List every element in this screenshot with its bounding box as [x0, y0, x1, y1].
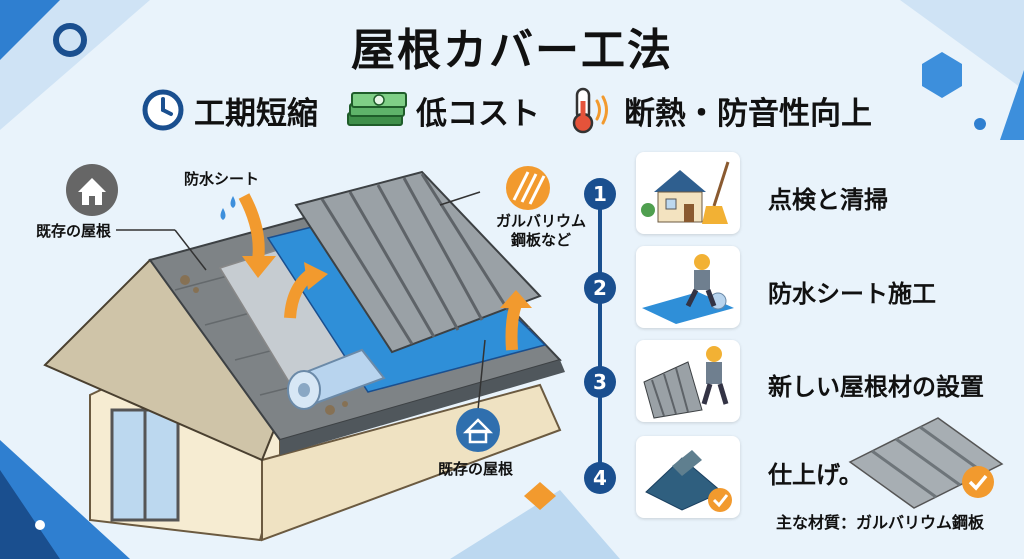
- clock-icon: [142, 89, 184, 131]
- step-label: 仕上げ。: [768, 461, 863, 489]
- material-note: 主な材質：ガルバリウム鋼板: [776, 513, 985, 532]
- feature-list: 工期短縮 低コスト 断熱・防音性向上: [140, 82, 900, 138]
- existing-roof-label-bottom: 既存の屋根: [438, 460, 514, 478]
- step-image-waterproof: [636, 246, 740, 328]
- feature-label: 工期短縮: [194, 95, 318, 132]
- worker-installing-metal-icon: [643, 346, 729, 419]
- step-label: 新しい屋根材の設置: [768, 373, 984, 401]
- step-number: 3: [584, 366, 616, 398]
- galvalume-sheet-illustration: [848, 417, 1004, 509]
- feature-item: 工期短縮: [140, 87, 318, 133]
- house-icon: [456, 408, 500, 452]
- finished-roof-icon: [645, 450, 732, 512]
- feature-item: 低コスト: [344, 87, 540, 133]
- page-title: 屋根カバー工法: [351, 25, 673, 76]
- feature-item: 断熱・防音性向上: [566, 85, 872, 135]
- worker-rolling-sheet-icon: [642, 254, 734, 324]
- galvalume-icon: [506, 166, 550, 210]
- money-stack-icon: [347, 92, 407, 126]
- step-label: 防水シート施工: [768, 280, 936, 308]
- step-image-inspection: [636, 152, 740, 234]
- step-image-installation: [636, 340, 740, 422]
- feature-label: 低コスト: [416, 95, 540, 132]
- step-number: 4: [584, 462, 616, 494]
- feature-label: 断熱・防音性向上: [624, 95, 872, 132]
- step-label: 点検と清掃: [768, 186, 888, 214]
- thermometer-icon: [572, 87, 608, 134]
- step-number: 1: [584, 178, 616, 210]
- roof-cover-illustration: [43, 164, 565, 542]
- waterproof-sheet-label: 防水シート: [184, 170, 260, 188]
- galvalume-label: ガルバリウム 鋼板など: [496, 212, 587, 249]
- house-broom-icon: [641, 161, 730, 224]
- timeline-line: [598, 180, 602, 480]
- existing-roof-label-top: 既存の屋根: [36, 222, 112, 240]
- step-number: 2: [584, 272, 616, 304]
- check-badge-icon: [962, 466, 994, 498]
- step-image-finish: [636, 436, 740, 518]
- house-icon: [66, 164, 118, 216]
- waterproof-roll: [287, 348, 386, 410]
